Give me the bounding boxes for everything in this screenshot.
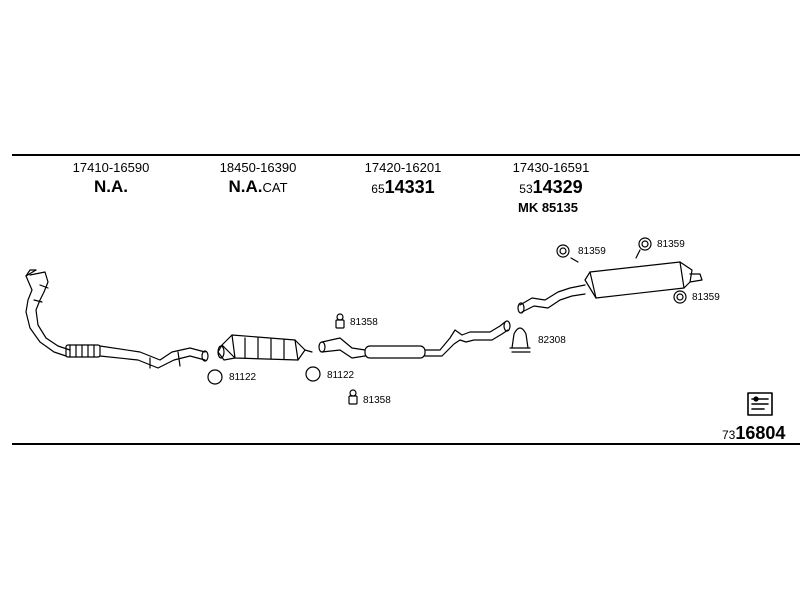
bolt-icon bbox=[335, 313, 345, 329]
rear-muffler-assembly bbox=[517, 261, 703, 314]
clamp-82308 bbox=[509, 327, 531, 353]
center-pipe bbox=[318, 320, 511, 359]
part-code: 17420-16201 bbox=[364, 160, 442, 175]
part-number: 5314329 bbox=[519, 177, 583, 197]
catalytic-converter bbox=[217, 334, 313, 361]
part-name: N.A. bbox=[94, 177, 128, 196]
column-1-header: 17410-16590 N.A. bbox=[36, 160, 186, 197]
mounting-kit-number: MK 85135 bbox=[518, 200, 578, 215]
part-name: N.A.CAT bbox=[228, 177, 288, 196]
top-divider bbox=[12, 154, 800, 156]
label-hanger-3: 81359 bbox=[692, 292, 720, 303]
hanger-icon bbox=[556, 244, 579, 263]
hanger-icon bbox=[635, 237, 652, 259]
front-pipe bbox=[25, 269, 209, 369]
diagram-reference-number: 7316804 bbox=[722, 423, 786, 443]
label-hanger-2: 81359 bbox=[657, 239, 685, 250]
label-ring-right: 81122 bbox=[327, 370, 355, 381]
label-clamp: 82308 bbox=[538, 335, 566, 346]
part-code: 17410-16590 bbox=[72, 160, 150, 175]
bottom-divider bbox=[12, 443, 800, 445]
label-ring-left: 81122 bbox=[229, 372, 257, 383]
column-3-header: 17420-16201 6514331 bbox=[328, 160, 478, 198]
part-number: 6514331 bbox=[371, 177, 435, 197]
part-code: 18450-16390 bbox=[219, 160, 297, 175]
column-2-header: 18450-16390 N.A.CAT bbox=[183, 160, 333, 197]
label-bolt-bottom: 81358 bbox=[363, 395, 391, 406]
gasket-ring bbox=[305, 366, 321, 382]
documentation-icon bbox=[747, 392, 773, 416]
bolt-icon bbox=[348, 389, 358, 405]
gasket-ring bbox=[207, 369, 223, 385]
label-bolt-top: 81358 bbox=[350, 317, 378, 328]
hanger-icon bbox=[673, 290, 687, 304]
label-hanger-1: 81359 bbox=[578, 246, 606, 257]
part-code: 17430-16591 bbox=[512, 160, 590, 175]
column-4-header: 17430-16591 5314329 MK 85135 bbox=[476, 160, 626, 215]
